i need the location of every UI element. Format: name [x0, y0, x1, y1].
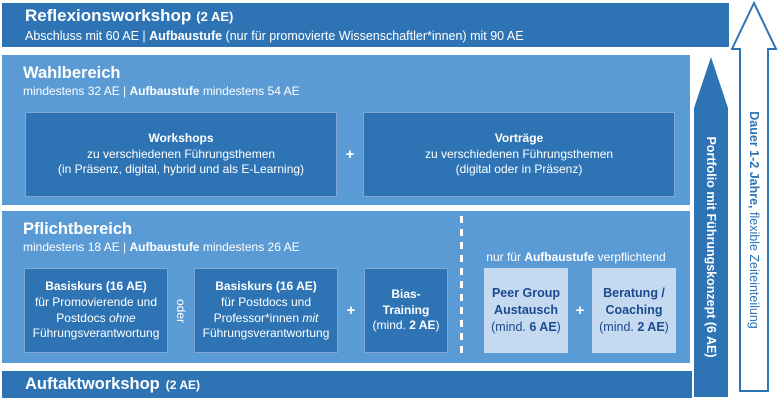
basiskurs-ohne-line: Führungsverantwortung [32, 326, 160, 341]
wahlbereich-title: Wahlbereich [23, 64, 121, 82]
line-bold-part: 2 AE [409, 318, 436, 333]
vortraege-box-line: zu verschiedenen Führungsthemen [424, 146, 614, 161]
reflexionsworkshop-title: Reflexionsworkshop (2 AE) [25, 6, 729, 27]
pflichtbereich-subtitle: mindestens 18 AE | Aufbaustufe mindesten… [2, 239, 690, 255]
subtitle-part: Abschluss mit 60 AE | [25, 29, 150, 43]
duration-arrow-label: Dauer 1-2 Jahre, flexible Zeiteinteilung [737, 52, 771, 388]
basiskurs-ohne-box: Basiskurs (16 AE) für Promovierende und … [24, 268, 168, 353]
reflexionsworkshop-ae: (2 AE) [196, 9, 234, 24]
basiskurs-ohne-line: Postdocs ohne [56, 311, 135, 327]
beratung-box-title: Coaching [605, 303, 663, 318]
aufbaustufe-note: nur für Aufbaustufe verpflichtend [462, 250, 690, 264]
line-italic-part: mit [302, 310, 319, 325]
pflichtbereich-section: Pflichtbereich mindestens 18 AE | Aufbau… [2, 211, 690, 363]
oder-text: oder [174, 298, 188, 323]
reflexionsworkshop-bar: Reflexionsworkshop (2 AE) Abschluss mit 6… [2, 3, 729, 47]
bias-box-title: Training [382, 302, 430, 317]
portfolio-arrow-text: Portfolio mit Führungskonzept (6 AE) [704, 136, 718, 358]
line-part: ) [556, 319, 561, 334]
vortraege-box-line: (digital oder in Präsenz) [455, 162, 583, 177]
note-part: nur für [486, 250, 525, 264]
peer-box-title: Peer Group [491, 286, 561, 301]
line-part: ) [435, 318, 440, 333]
auftaktworkshop-bar: Auftaktworkshop (2 AE) [2, 371, 692, 398]
portfolio-arrow [694, 57, 728, 397]
bias-training-box: Bias- Training (mind. 2 AE) [364, 268, 448, 353]
workshops-box-line: zu verschiedenen Führungsthemen [86, 146, 276, 161]
bias-box-line: (mind. 2 AE) [373, 318, 440, 334]
subtitle-bold-part: Aufbaustufe [149, 29, 223, 43]
basiskurs-mit-line: Führungsverantwortung [202, 326, 330, 341]
subtitle-part: (nur für promovierte Wissenschaftler*inn… [222, 29, 524, 43]
basiskurs-mit-title: Basiskurs (16 AE) [215, 278, 317, 293]
basiskurs-mit-line: Professor*innen mit [214, 311, 319, 327]
basiskurs-ohne-title: Basiskurs (16 AE) [45, 278, 147, 293]
note-bold-part: Aufbaustufe [524, 250, 595, 264]
basiskurs-mit-line: für Postdocs und [220, 294, 312, 309]
plus-icon: + [575, 302, 585, 319]
workshops-box-line: (in Präsenz, digital, hybrid und als E-L… [57, 162, 305, 177]
wahlbereich-subtitle: mindestens 32 AE | Aufbaustufe mindesten… [2, 83, 690, 99]
peer-group-box: Peer Group Austausch (mind. 6 AE) [484, 268, 568, 353]
wahlbereich-section: Wahlbereich mindestens 32 AE | Aufbaustu… [2, 55, 690, 205]
line-part: (mind. [372, 318, 410, 333]
workshops-box-title: Workshops [148, 130, 214, 145]
subtitle-bold-part: Aufbaustufe [129, 240, 200, 254]
vortraege-box: Vorträge zu verschiedenen Führungsthemen… [363, 112, 675, 197]
auftaktworkshop-ae: (2 AE) [165, 377, 200, 392]
plus-icon: + [345, 146, 355, 163]
subtitle-part: mindestens 54 AE [199, 84, 300, 98]
vortraege-box-title: Vorträge [494, 130, 544, 145]
line-italic-part: ohne [109, 310, 136, 325]
subtitle-part: mindestens 32 AE | [23, 84, 130, 98]
duration-arrow-text: Dauer 1-2 Jahre, flexible Zeiteinteilung [747, 111, 761, 329]
line-part: (mind. [599, 319, 638, 334]
beratung-box-title: Beratung / [603, 286, 665, 301]
bias-box-title: Bias- [391, 286, 421, 301]
line-part: (mind. [491, 319, 530, 334]
auftaktworkshop-title: Auftaktworkshop [25, 375, 160, 393]
line-bold-part: 6 AE [529, 319, 557, 334]
duration-arrow [730, 0, 778, 392]
workshops-box: Workshops zu verschiedenen Führungstheme… [25, 112, 337, 197]
beratung-coaching-box: Beratung / Coaching (mind. 2 AE) [592, 268, 676, 353]
dashed-divider [460, 216, 463, 359]
note-part: verpflichtend [594, 250, 666, 264]
oder-label: oder [168, 268, 194, 353]
beratung-box-line: (mind. 2 AE) [599, 319, 669, 336]
subtitle-part: mindestens 26 AE [199, 240, 300, 254]
reflexionsworkshop-subtitle: Abschluss mit 60 AE | Aufbaustufe (nur f… [25, 28, 729, 44]
pflichtbereich-title: Pflichtbereich [23, 220, 133, 238]
plus-icon: + [346, 302, 356, 319]
subtitle-part: mindestens 18 AE | [23, 240, 130, 254]
duration-part: flexible Zeiteinteilung [747, 208, 761, 329]
portfolio-arrow-label: Portfolio mit Führungskonzept (6 AE) [694, 100, 728, 394]
basiskurs-ohne-line: für Promovierende und [34, 294, 158, 309]
line-part: ) [664, 319, 669, 334]
reflexionsworkshop-title-text: Reflexionsworkshop [25, 6, 192, 25]
basiskurs-mit-box: Basiskurs (16 AE) für Postdocs und Profe… [194, 268, 338, 353]
line-bold-part: 2 AE [637, 319, 665, 334]
line-part: Professor*innen [213, 310, 303, 325]
peer-box-line: (mind. 6 AE) [491, 319, 561, 336]
subtitle-bold-part: Aufbaustufe [129, 84, 200, 98]
peer-box-title: Austausch [494, 303, 558, 318]
duration-bold-part: Dauer 1-2 Jahre, [747, 111, 761, 209]
line-part: Postdocs [56, 310, 109, 325]
